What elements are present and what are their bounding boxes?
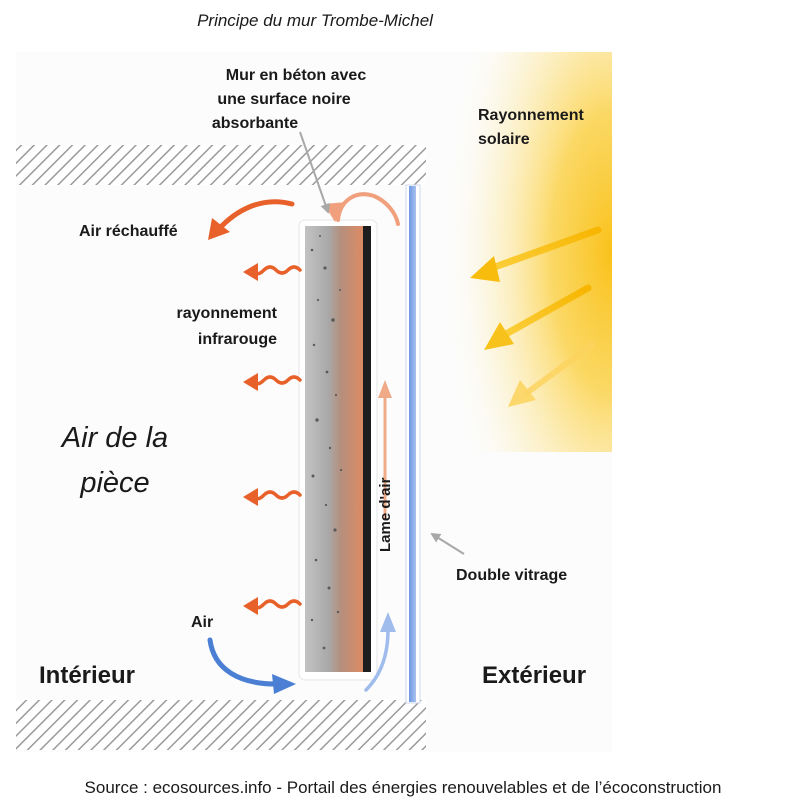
- wall-label-line1: Mur en béton avec: [226, 67, 367, 84]
- exterior-label: Extérieur: [482, 662, 586, 689]
- glazing-leader-arrow: [430, 532, 465, 555]
- air-gap-warm-arrow: [378, 380, 392, 520]
- infrared-label-line1: rayonnement: [177, 305, 278, 322]
- warm-air-arrows: [208, 192, 400, 240]
- solar-rays: [470, 226, 602, 407]
- wall-leader-arrow: [299, 131, 331, 214]
- source-caption: Source : ecosources.info - Portail des é…: [85, 778, 722, 797]
- double-glazing: [409, 186, 416, 702]
- infrared-label-line2: infrarouge: [198, 331, 277, 348]
- concrete-texture: [310, 235, 343, 650]
- wall-label-line3: absorbante: [212, 115, 298, 132]
- concrete-wall: [305, 226, 363, 672]
- floor-hatch: [16, 700, 426, 750]
- solar-label-line2: solaire: [478, 131, 530, 148]
- solar-label-line1: Rayonnement: [478, 107, 584, 124]
- glazing-label: Double vitrage: [456, 567, 567, 584]
- ceiling-hatch: [16, 145, 426, 185]
- air-gap-cool-arrow: [364, 612, 396, 692]
- infrared-arrowheads: [243, 263, 258, 615]
- room-air-label-line1: Air de la: [60, 422, 168, 454]
- infrared-arrows: [254, 265, 302, 610]
- black-absorber-surface: [363, 226, 371, 672]
- sun-icon: [440, 52, 612, 452]
- air-gap-label: Lame d'air: [377, 477, 394, 552]
- room-air-label-line2: pièce: [79, 467, 149, 499]
- cold-air-arrow: [207, 637, 296, 694]
- wall-label-line2: une surface noire: [217, 91, 350, 108]
- air-label: Air: [191, 614, 213, 631]
- interior-label: Intérieur: [39, 662, 135, 689]
- warm-air-label: Air réchauffé: [79, 223, 178, 240]
- diagram-title: Principe du mur Trombe-Michel: [197, 11, 434, 30]
